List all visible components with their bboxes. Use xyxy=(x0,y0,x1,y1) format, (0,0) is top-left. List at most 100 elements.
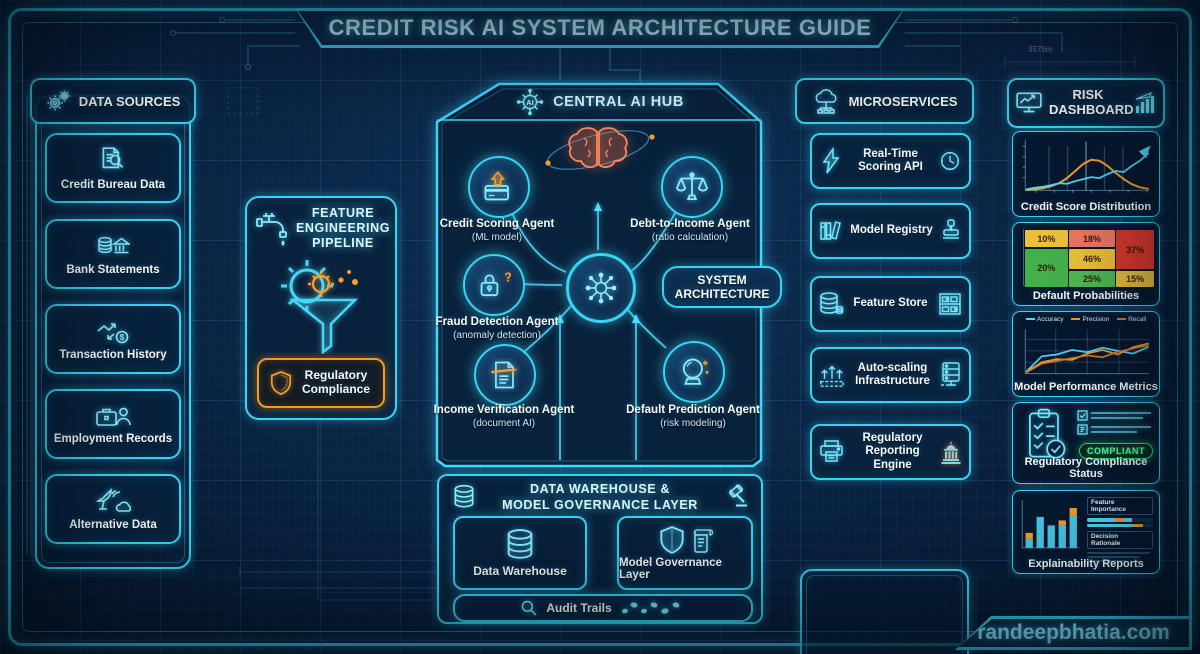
document-pen-icon xyxy=(491,361,518,389)
source-employment-records: Employment Records xyxy=(45,389,181,459)
central-orchestrator-node xyxy=(566,253,636,323)
legend-accuracy: Accuracy xyxy=(1025,316,1063,323)
crystal-ball-icon xyxy=(682,358,709,385)
document-magnifier-icon xyxy=(97,145,129,177)
model-governance-label: Model Governance Layer xyxy=(619,557,722,581)
heatmap-cell: 46% xyxy=(1069,248,1115,270)
gear-funnel-icon xyxy=(271,254,371,354)
site-link[interactable]: randeepbhatia.com xyxy=(977,621,1170,644)
data-sources-title: DATA SOURCES xyxy=(78,93,181,109)
central-hub-header: AI CENTRAL AI HUB xyxy=(437,88,763,116)
bar-chart-icon xyxy=(1133,91,1157,115)
coins-bank-icon xyxy=(96,232,130,262)
central-hub-title: CENTRAL AI HUB xyxy=(553,94,684,110)
lock-question-icon: ? xyxy=(480,271,511,297)
panel-label: Credit Score Distribution xyxy=(1020,201,1152,213)
source-label: Bank Statements xyxy=(66,264,160,276)
source-label: Employment Records xyxy=(53,433,173,445)
risk-dashboard-title: RISK DASHBOARD xyxy=(1049,87,1134,117)
compliance-label: Regulatory Compliance xyxy=(301,368,370,396)
books-icon xyxy=(818,218,844,244)
panel-explainability: Feature Importance Decision Rationale Ex… xyxy=(1012,490,1160,574)
text-line xyxy=(1087,552,1150,554)
decision-rationale-label: Decision Rationale xyxy=(1087,531,1153,549)
heatmap-cell: 37% xyxy=(1116,230,1154,270)
ai-network-icon: AI xyxy=(516,88,544,116)
credit-scoring-node xyxy=(468,156,530,218)
microservices-title: MICROSERVICES xyxy=(848,93,958,109)
panel-label: Model Performance Metrics xyxy=(1014,381,1158,393)
satellite-dish-cloud-icon xyxy=(95,487,131,517)
legend-precision: Precision xyxy=(1071,316,1109,323)
ms-label: Real-Time Scoring API xyxy=(858,147,923,173)
clipboard-check-icon xyxy=(1023,408,1067,462)
source-alternative-data: Alternative Data xyxy=(45,474,181,544)
source-bank-statements: Bank Statements xyxy=(45,219,181,289)
debt-to-income-node xyxy=(661,156,723,218)
legend-recall: Recall xyxy=(1117,316,1146,323)
data-sources-header: DATA SOURCES xyxy=(30,78,196,124)
ms-model-registry: Model Registry xyxy=(810,203,971,259)
heatmap-cell: 15% xyxy=(1116,270,1154,287)
cloud-network-icon xyxy=(812,88,842,114)
magnifier-icon xyxy=(520,599,538,617)
scales-icon xyxy=(675,172,709,201)
heatmap-cell: 10% xyxy=(1025,230,1068,248)
microservices-column xyxy=(800,569,969,654)
panel-compliance-status: COMPLIANT Regulatory Compliance Status xyxy=(1012,402,1160,484)
default-prediction-node xyxy=(663,341,725,403)
feature-pipeline-box: FEATURE ENGINEERING PIPELINE Regulatory … xyxy=(245,196,397,420)
heatmap-cell: 25% xyxy=(1069,270,1115,287)
compliant-badge: COMPLIANT xyxy=(1079,443,1153,459)
explainability-bars-chart xyxy=(1019,498,1081,552)
microservices-header: MICROSERVICES xyxy=(795,78,974,124)
panel-label: Default Probabilities xyxy=(1032,290,1140,302)
default-probabilities-heatmap: 10%18%37%20%46%25%15% xyxy=(1023,229,1154,287)
svg-text:AI: AI xyxy=(526,98,534,107)
source-label: Alternative Data xyxy=(69,519,157,531)
server-icon xyxy=(939,361,963,389)
stamp-icon xyxy=(939,218,963,244)
credit-card-up-icon xyxy=(484,171,509,201)
credit-scoring-label: Credit Scoring Agent(ML model) xyxy=(439,218,555,243)
feature-importance-bar xyxy=(1087,518,1153,522)
svg-text:$: $ xyxy=(120,333,125,342)
fraud-detection-node: ? xyxy=(463,254,525,316)
page-title: CREDIT RISK AI SYSTEM ARCHITECTURE GUIDE xyxy=(328,15,872,40)
governance-section: DATA WAREHOUSE &MODEL GOVERNANCE LAYER D… xyxy=(437,474,763,624)
faucet-icon xyxy=(253,206,293,246)
scaling-arrows-icon xyxy=(818,361,846,389)
database-icon xyxy=(451,484,477,510)
text-line xyxy=(1087,560,1127,562)
governance-header: DATA WAREHOUSE &MODEL GOVERNANCE LAYER xyxy=(502,482,698,512)
model-governance-box: Model Governance Layer xyxy=(617,516,753,590)
report-summaries: Feature Importance Decision Rationale xyxy=(1087,497,1153,562)
ms-regulatory-reporting-engine: Regulatory Reporting Engine xyxy=(810,424,971,480)
database-icon xyxy=(503,528,537,562)
heatmap-cell: 18% xyxy=(1069,230,1115,248)
ms-autoscaling-infrastructure: Auto-scaling Infrastructure xyxy=(810,347,971,403)
shield-scroll-icon xyxy=(658,525,713,555)
credit-score-distribution-chart xyxy=(1022,137,1151,193)
data-warehouse-label: Data Warehouse xyxy=(473,564,567,578)
briefcase-person-icon xyxy=(95,403,131,431)
source-label: Credit Bureau Data xyxy=(60,179,166,191)
gears-icon xyxy=(46,89,72,113)
system-architecture-text: SYSTEM ARCHITECTURE xyxy=(674,272,770,301)
database-icon xyxy=(818,290,844,318)
audit-trails-label: Audit Trails xyxy=(546,601,612,615)
ms-label: Model Registry xyxy=(850,224,933,237)
exchange-arrows-dollar-icon: $ xyxy=(96,317,130,347)
ms-realtime-scoring-api: Real-Time Scoring API xyxy=(810,133,971,189)
debt-to-income-label: Debt-to-Income Agent(ratio calculation) xyxy=(630,218,750,243)
panel-label: Regulatory Compliance Status xyxy=(1024,456,1148,480)
source-transaction-history: $ Transaction History xyxy=(45,304,181,374)
risk-dashboard-header: RISK DASHBOARD xyxy=(1007,78,1165,128)
footer-banner: randeepbhatia.com xyxy=(955,616,1192,650)
capitol-icon xyxy=(939,439,963,465)
ms-label: Regulatory Reporting Engine xyxy=(862,432,923,471)
checklist-rows-icon xyxy=(1077,410,1153,436)
income-verification-label: Income Verification Agent(document AI) xyxy=(433,404,575,429)
feature-importance-bar2 xyxy=(1087,523,1153,527)
clock-icon xyxy=(937,148,963,174)
